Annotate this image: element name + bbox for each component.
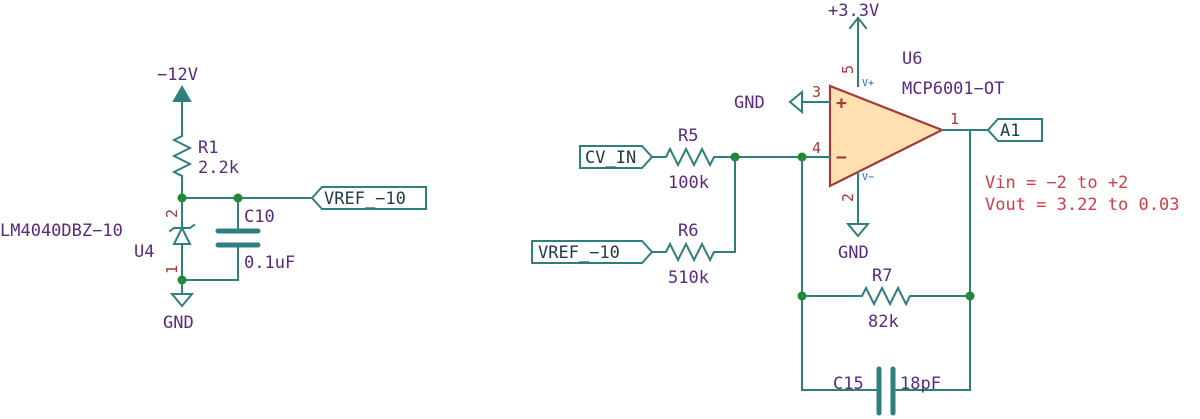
u4-pin-top: 2: [163, 209, 181, 218]
gnd-u6-symbol: [845, 223, 871, 238]
gnd-in-label: GND: [734, 93, 765, 113]
r5-resistor: [651, 146, 831, 168]
gnd-u4-label: GND: [163, 313, 194, 333]
a1-label: A1: [1000, 121, 1020, 141]
gnd-u4-symbol: [169, 293, 195, 308]
note-vout: Vout = 3.22 to 0.03: [985, 195, 1179, 215]
c10-ref: C10: [244, 207, 275, 227]
u6-minus-sign: −: [836, 147, 847, 168]
u6-vn-name: V−: [862, 172, 874, 183]
vref-out-label: VREF_−10: [324, 189, 406, 209]
r1-value: 2.2k: [198, 158, 239, 178]
opamp-circuit: +3.3V + − V+ V− 5 3 4 2 1 U6 MCP6001−OT …: [531, 1, 1179, 416]
r6-resistor: [651, 156, 736, 263]
r1-ref: R1: [198, 138, 218, 158]
power-neg12-symbol: [172, 84, 192, 129]
vref-circuit: −12V R1 2.2k VREF_−10 2 1 LM4040DBZ−10 U…: [0, 65, 427, 333]
u4-zener: [168, 197, 196, 281]
u4-value: LM4040DBZ−10: [0, 221, 123, 241]
r7-value: 82k: [868, 312, 899, 332]
u6-plus-sign: +: [836, 93, 847, 114]
r5-value: 100k: [668, 173, 709, 193]
u6-vp-name: V+: [862, 78, 874, 89]
u6-opamp-body: [828, 84, 945, 188]
u6-ref: U6: [902, 49, 922, 69]
r5-ref: R5: [678, 126, 698, 146]
a1-flag: [986, 118, 1043, 142]
c10-capacitor: [215, 197, 261, 281]
r1-resistor: [171, 127, 193, 199]
gnd-u6-label: GND: [838, 243, 869, 263]
r6-ref: R6: [678, 221, 698, 241]
r7-resistor: [801, 285, 971, 307]
vref-in-label: VREF_−10: [538, 243, 620, 263]
c15-capacitor: [801, 366, 971, 416]
power-3v3-label: +3.3V: [828, 1, 879, 21]
vref-in-flag: [531, 240, 654, 264]
u6-pin-out: 1: [950, 110, 959, 128]
u6-pin-inp: 3: [812, 83, 821, 101]
u6-pin-inn: 4: [812, 139, 821, 157]
vref-out-flag: [310, 186, 427, 210]
r7-ref: R7: [872, 266, 892, 286]
u6-pin-vp: 5: [839, 65, 857, 74]
u4-pin-bottom: 1: [163, 265, 181, 274]
c15-ref: C15: [833, 374, 864, 394]
u4-ref: U4: [134, 242, 154, 262]
c15-value: 18pF: [900, 374, 941, 394]
u6-pin-vn: 2: [839, 193, 857, 202]
cv-in-flag: [579, 145, 654, 169]
cv-in-label: CV_IN: [585, 148, 636, 168]
power-3v3-symbol: [848, 16, 868, 87]
c10-value: 0.1uF: [244, 253, 295, 273]
r6-value: 510k: [668, 268, 709, 288]
power-neg12-label: −12V: [157, 65, 198, 85]
u6-value: MCP6001−OT: [902, 79, 1004, 99]
note-vin: Vin = −2 to +2: [985, 173, 1128, 193]
gnd-in-symbol: [788, 89, 803, 115]
